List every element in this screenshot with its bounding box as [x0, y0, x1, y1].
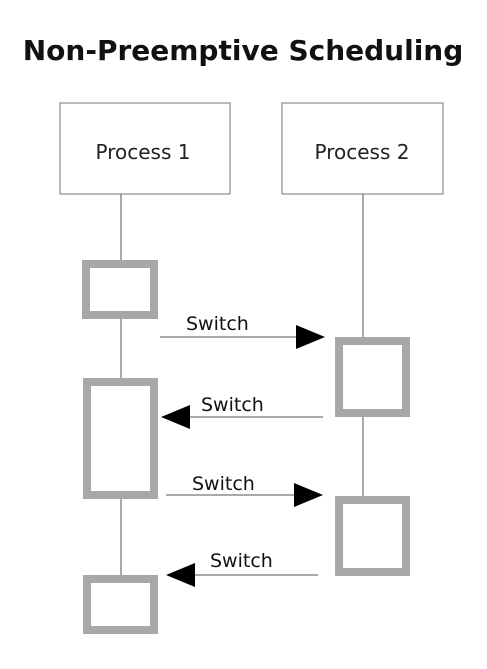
- message-label: Switch: [192, 473, 255, 495]
- message-label: Switch: [210, 550, 273, 572]
- activation-process-2: [335, 337, 410, 417]
- arrowhead-right: [294, 483, 323, 507]
- message-arrow-3: Switch: [166, 473, 323, 507]
- activation-process-1: [83, 575, 158, 634]
- participant-process-1: Process 1: [59, 102, 231, 195]
- participant-process-2: Process 2: [281, 102, 444, 195]
- message-arrow-1: Switch: [160, 313, 325, 349]
- activation-process-1: [83, 378, 158, 499]
- message-label: Switch: [186, 313, 249, 335]
- message-arrow-2: Switch: [161, 394, 323, 429]
- diagram-title: Non-Preemptive Scheduling: [23, 34, 464, 67]
- message-label: Switch: [201, 394, 264, 416]
- participant-label: Process 2: [315, 140, 410, 164]
- arrowhead-left: [161, 405, 190, 429]
- activation-process-2: [335, 496, 410, 576]
- participant-label: Process 1: [96, 140, 191, 164]
- activation-process-1: [82, 260, 158, 319]
- message-arrow-4: Switch: [166, 550, 318, 587]
- arrowhead-left: [166, 563, 195, 587]
- arrowhead-right: [296, 325, 325, 349]
